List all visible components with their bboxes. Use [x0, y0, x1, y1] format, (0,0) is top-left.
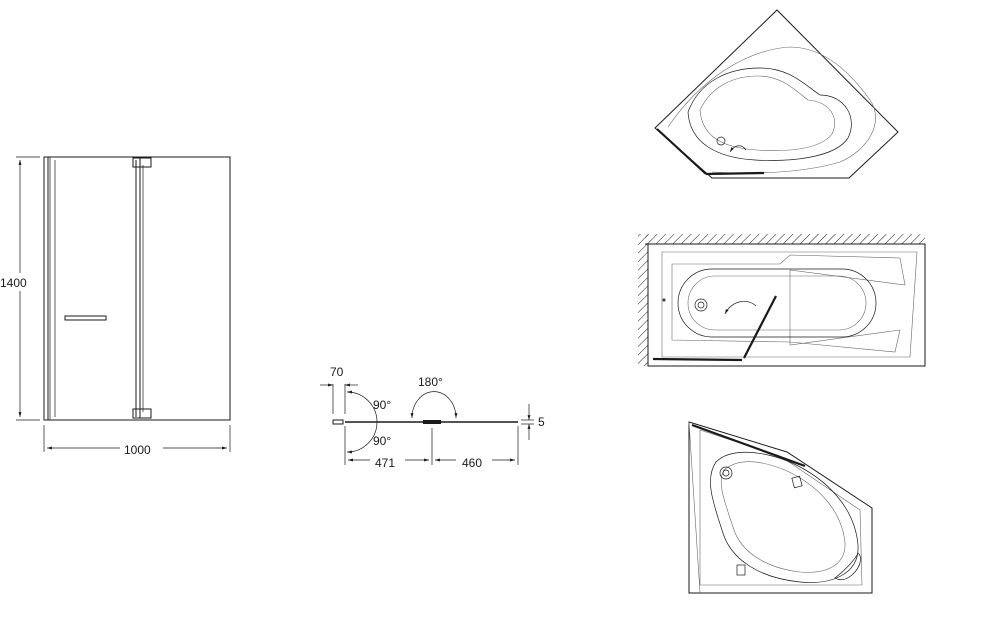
plan-view: 70 90° 90° 180° 5 471 460 — [320, 365, 545, 470]
segment-right-label: 460 — [462, 456, 482, 470]
screen-line-bottom — [691, 423, 806, 468]
segment-left-label: 471 — [375, 456, 395, 470]
width-dimension: 1000 — [43, 425, 231, 457]
width-label: 1000 — [124, 443, 151, 457]
swing-arc-left — [346, 390, 378, 454]
towel-bar — [64, 315, 107, 321]
corner-bath-top — [654, 9, 899, 179]
hinge-post — [132, 157, 152, 419]
center-hinge — [423, 420, 441, 424]
screen-line-top — [705, 171, 765, 176]
front-elevation: 1400 1000 — [0, 156, 231, 457]
angle-top-label: 90° — [373, 398, 391, 412]
height-dimension: 1400 — [0, 156, 40, 421]
wall-profile — [43, 156, 49, 421]
angle-bottom-label: 90° — [373, 434, 391, 448]
angle-center-label: 180° — [418, 375, 443, 389]
glass-panel-outline — [47, 156, 231, 421]
corner-bath-bottom — [688, 421, 873, 594]
thickness-dimension: 5 — [521, 404, 545, 440]
wall-bracket — [332, 419, 344, 425]
screen-line-middle — [743, 295, 777, 359]
offset-dimension: 70 — [320, 365, 358, 414]
offset-label: 70 — [330, 365, 344, 379]
thickness-label: 5 — [538, 415, 545, 429]
straight-bath — [638, 234, 926, 367]
height-label: 1400 — [0, 276, 27, 290]
segment-dimensions: 471 460 — [344, 426, 519, 470]
swing-arc-center — [410, 391, 458, 419]
